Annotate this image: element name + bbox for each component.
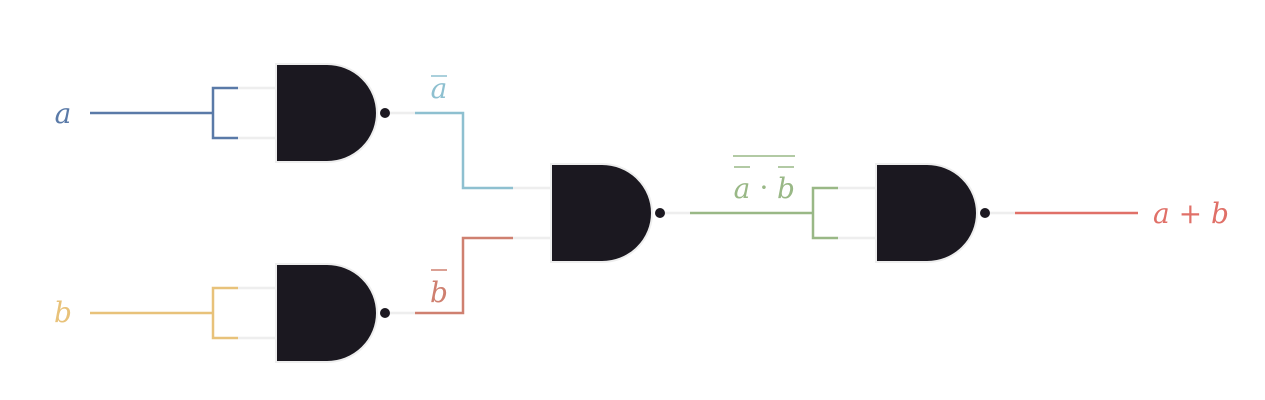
nand-gate-b-body [275, 263, 378, 363]
input-b-label: b [54, 296, 72, 329]
wire-input-a [90, 86, 238, 140]
input-a-label: a [55, 97, 72, 130]
nand-gate-combine-bubble [655, 208, 665, 218]
nand-gate-a-body [275, 63, 378, 163]
nand-gate-a-bubble [380, 108, 390, 118]
nand-gate-b-bubble [380, 308, 390, 318]
wire-not-b [415, 236, 513, 315]
label-and-ab-dot: · [760, 171, 769, 204]
label-and-ab: a · b [733, 155, 795, 205]
nand-gate-output [875, 163, 990, 263]
nand-gate-combine-body [550, 163, 653, 263]
gate-stubs [238, 86, 1015, 340]
wire-input-b [90, 286, 238, 340]
nand-gate-output-bubble [980, 208, 990, 218]
nand-gate-combine [550, 163, 665, 263]
label-and-ab-left: a [734, 172, 751, 205]
wire-not-a [415, 111, 513, 190]
label-not-b: b [430, 269, 448, 309]
label-output: a + b [1153, 197, 1229, 230]
label-not-a: a [431, 72, 448, 105]
nand-gate-a [275, 63, 390, 163]
wire-and-ab [690, 186, 838, 240]
label-and-ab-right: b [777, 172, 795, 205]
label-not-b-text: b [430, 276, 448, 309]
nand-gate-output-body [875, 163, 978, 263]
nand-gate-b [275, 263, 390, 363]
label-not-a-text: a [431, 72, 448, 105]
